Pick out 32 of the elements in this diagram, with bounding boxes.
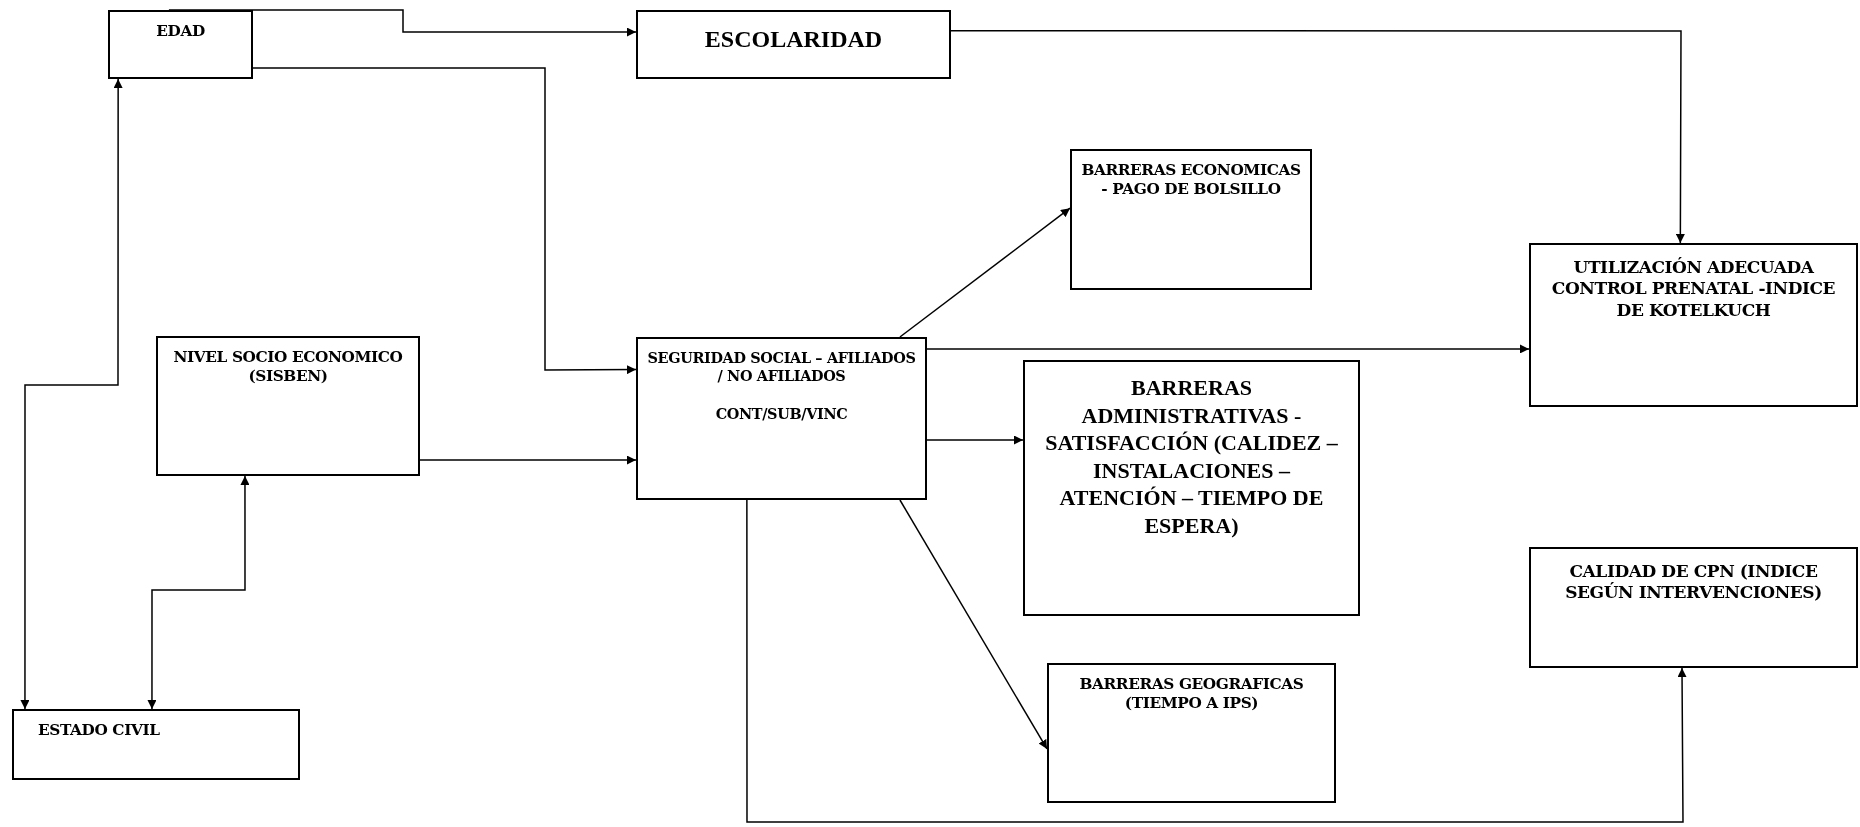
box-label: CALIDAD DE CPN (INDICE SEGÚN INTERVENCIONES) (1564, 561, 1823, 604)
process-box (1529, 547, 1858, 668)
box-label: UTILIZACIÓN ADECUADA CONTROL PRENATAL -INDICE DE KOTELKUCH (1550, 257, 1837, 321)
box-label: NIVEL SOCIO ECONOMICO (SISBEN) (172, 348, 404, 387)
box-label: SEGURIDAD SOCIAL – AFILIADOS / NO AFILIADOS (646, 349, 917, 386)
box-label: BARRERAS GEOGRAFICAS (TIEMPO A IPS) (1078, 675, 1305, 714)
box-label: CONT/SUB/VINC (715, 405, 848, 424)
process-box (12, 709, 300, 780)
box-label: BARRERAS ECONOMICAS - PAGO DE BOLSILLO (1080, 161, 1302, 200)
box-label: EDAD (156, 22, 205, 42)
arrow (147, 475, 250, 710)
arrow (926, 344, 1530, 354)
process-box (1023, 360, 1360, 616)
box-label: ESCOLARIDAD (704, 25, 883, 54)
arrow (899, 207, 1071, 338)
process-box (636, 10, 951, 79)
arrow (252, 67, 637, 375)
arrow (899, 499, 1048, 750)
box-label: BARRERAS ADMINISTRATIVAS - SATISFACCIÓN (CALIDEZ – INSTALACIONES – ATENCIÓN – TIEMPO DE ESPERA) (1044, 374, 1339, 539)
process-box (1047, 663, 1336, 803)
process-box (156, 336, 420, 476)
process-box (1529, 243, 1858, 407)
process-box (1070, 149, 1312, 290)
process-box (636, 337, 927, 500)
arrow (926, 435, 1024, 445)
arrow (950, 29, 1685, 244)
process-box (108, 10, 253, 79)
arrow (419, 455, 637, 465)
box-label: ESTADO CIVIL (38, 721, 160, 741)
arrow (20, 78, 123, 710)
arrow (168, 9, 637, 37)
arrow (746, 499, 1687, 823)
